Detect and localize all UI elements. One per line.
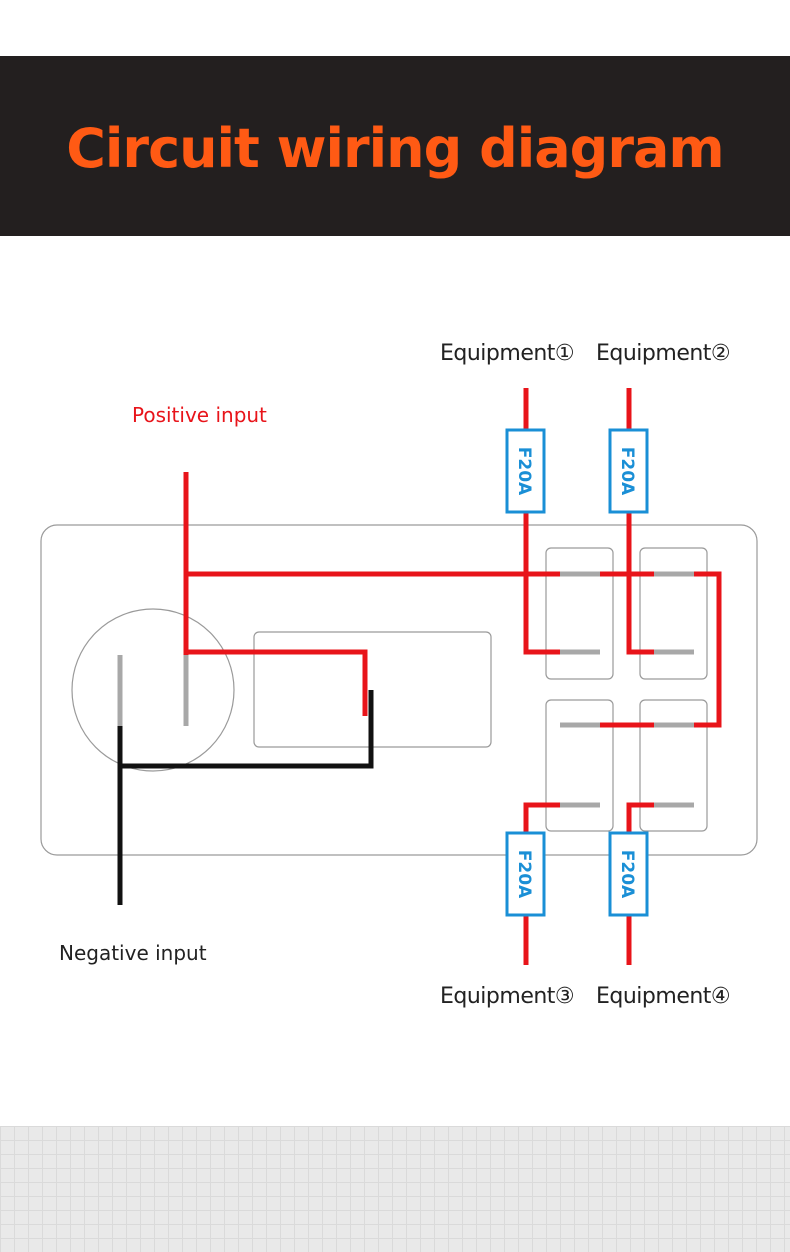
fuse-1: F20A: [505, 428, 546, 514]
negative-wire-to-display: [120, 690, 374, 769]
switch-terminals: [560, 571, 694, 808]
page-title: Circuit wiring diagram: [66, 116, 724, 180]
power-socket: [71, 608, 235, 772]
fuse-1-label: F20A: [514, 447, 534, 496]
equipment-1-label: Equipment①: [440, 341, 575, 366]
positive-wiring: [183, 388, 722, 965]
switch-panel: [40, 524, 758, 856]
fuse-4-label: F20A: [617, 850, 637, 899]
fuse-4: F20A: [608, 831, 649, 917]
fuse-2: F20A: [608, 428, 649, 514]
fuse-3-label: F20A: [514, 850, 534, 899]
switch-1: [545, 547, 614, 680]
equipment-2-label: Equipment②: [596, 341, 731, 366]
positive-input-label: Positive input: [132, 403, 267, 427]
equipment-4-label: Equipment④: [596, 984, 731, 1009]
negative-input-label: Negative input: [59, 941, 207, 965]
header-banner: Circuit wiring diagram: [0, 56, 790, 236]
switch-2: [639, 547, 708, 680]
switch-3: [545, 699, 614, 832]
fuse-2-label: F20A: [617, 447, 637, 496]
equipment-3-label: Equipment③: [440, 984, 575, 1009]
fuse-3: F20A: [505, 831, 546, 917]
switch-4: [639, 699, 708, 832]
footer-grid: [0, 1126, 790, 1252]
